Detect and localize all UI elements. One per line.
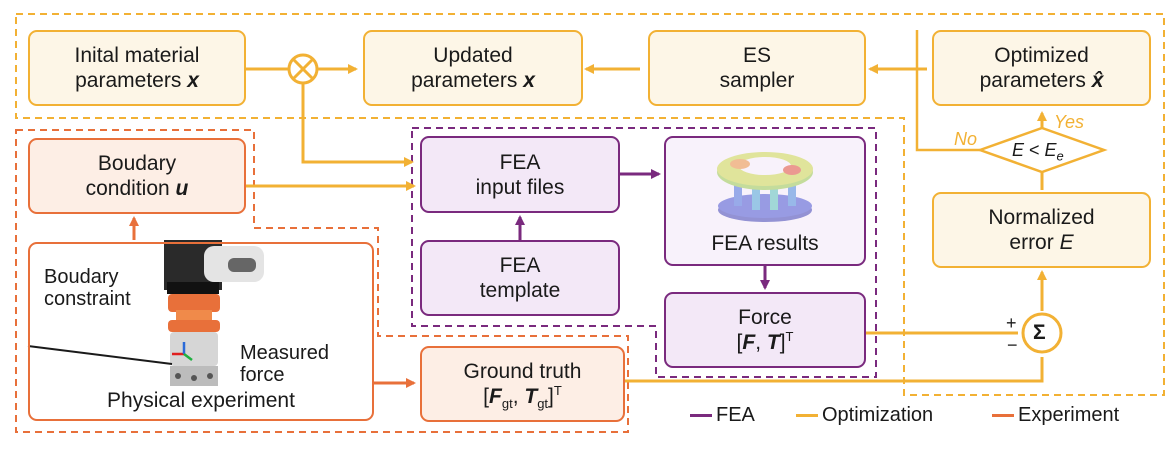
- force-sup: T: [785, 329, 794, 344]
- gt-sup: T: [553, 383, 562, 398]
- initial-var: x: [187, 69, 199, 92]
- decision-rhs-sub: e: [1056, 148, 1064, 164]
- decision-label: E < Ee: [1012, 139, 1064, 164]
- physical-experiment-illustration: [27, 240, 264, 386]
- norm-line-2-text: error: [1009, 231, 1054, 254]
- boundary-line-2-text: condition: [85, 177, 170, 200]
- ground-truth-box: Ground truth [Fgt, Tgt]T: [420, 346, 625, 422]
- fea-input-line-2: input files: [475, 175, 565, 199]
- force-line-1: Force: [738, 306, 792, 329]
- norm-line-2: error E: [1009, 230, 1073, 255]
- decision-diamond: [976, 126, 1108, 174]
- legend-experiment-label: Experiment: [1018, 404, 1120, 426]
- boundary-condition-box: Boudary condition u: [28, 138, 246, 214]
- gt-t: T: [524, 385, 538, 408]
- summation-node: [1021, 312, 1063, 354]
- es-sampler-box: ES sampler: [648, 30, 866, 106]
- physical-caption: Physical experiment: [107, 389, 295, 412]
- force-open: [: [736, 331, 743, 354]
- force-f: F: [742, 331, 756, 354]
- normalized-error-box: Normalized error E: [932, 192, 1151, 268]
- updated-line-2: parameters x: [411, 68, 535, 93]
- optimized-line-2: parameters x̂: [980, 68, 1104, 93]
- force-sep: ,: [755, 331, 767, 354]
- mf-line-1: Measured: [240, 342, 329, 364]
- legend-fea-label: FEA: [716, 404, 755, 426]
- legend-optimization-label: Optimization: [822, 404, 934, 426]
- decision-lhs: E: [1012, 140, 1025, 160]
- boundary-line-2: condition u: [86, 176, 189, 201]
- fea-results-label: FEA results: [711, 232, 819, 255]
- optimization-region: [15, 13, 1165, 396]
- force-line-2: [F, T]T: [737, 330, 794, 355]
- es-line-1: ES: [742, 44, 771, 67]
- experiment-region: [15, 129, 629, 433]
- initial-line-1: Inital material: [74, 44, 200, 67]
- measured-force-label: Measured force: [240, 342, 329, 386]
- norm-line-1: Normalized: [988, 206, 1095, 229]
- gt-close: ]: [548, 385, 554, 408]
- updated-var: x: [523, 69, 535, 92]
- updated-line-2-text: parameters: [411, 69, 518, 92]
- legend-fea: FEA: [690, 404, 755, 427]
- multiply-node: [287, 53, 319, 85]
- boundary-constraint-label: Boudary constraint: [44, 266, 131, 310]
- es-line-2: sampler: [719, 69, 795, 92]
- force-t: T: [766, 331, 780, 354]
- summation-plus: +: [1006, 313, 1017, 333]
- gt-fsub: gt: [501, 396, 513, 412]
- legend-experiment-swatch: [992, 414, 1014, 417]
- optimized-line-2-text: parameters: [979, 69, 1086, 92]
- summation-symbol: Σ: [1033, 321, 1046, 344]
- optimized-line-1: Optimized: [994, 44, 1089, 67]
- legend-optimization-swatch: [796, 414, 818, 417]
- decision-rhs: E: [1044, 140, 1057, 160]
- gt-sep: ,: [512, 385, 525, 408]
- optimized-var: x̂: [1091, 69, 1104, 92]
- bc-line-1: Boudary: [44, 266, 119, 288]
- initial-line-2: parameters x: [75, 68, 199, 93]
- decision-no-label: No: [954, 129, 978, 149]
- decision-op: <: [1024, 140, 1045, 160]
- mf-line-2: force: [240, 364, 285, 386]
- gt-f: F: [489, 385, 502, 408]
- initial-material-parameters-box: Inital material parameters x: [28, 30, 246, 106]
- updated-parameters-box: Updated parameters x: [363, 30, 583, 106]
- summation-minus: −: [1007, 335, 1018, 355]
- gt-open: [: [483, 385, 490, 408]
- fea-template-line-2: template: [479, 279, 561, 302]
- physical-experiment-box: Physical experiment: [28, 242, 374, 421]
- norm-var: E: [1059, 231, 1074, 254]
- force-close: ]: [779, 331, 786, 354]
- legend-experiment: Experiment: [992, 404, 1119, 427]
- decision-yes-label: Yes: [1054, 112, 1085, 132]
- updated-line-1: Updated: [433, 44, 513, 67]
- fea-input-files-box: FEA input files: [420, 136, 620, 213]
- gt-line-2: [Fgt, Tgt]T: [483, 383, 562, 412]
- optimized-parameters-box: Optimized parameters x̂: [932, 30, 1151, 106]
- fea-template-line-1: FEA: [499, 254, 541, 277]
- bc-line-2: constraint: [44, 288, 131, 310]
- fea-results-box: FEA results: [664, 136, 866, 266]
- gt-tsub: gt: [537, 396, 549, 412]
- boundary-var: u: [175, 177, 189, 200]
- fea-region: [411, 127, 877, 378]
- initial-line-2-text: parameters: [75, 69, 182, 92]
- legend-fea-swatch: [690, 414, 712, 417]
- legend-optimization: Optimization: [796, 404, 933, 427]
- fea-input-line-1: FEA: [499, 150, 541, 174]
- boundary-line-1: Boudary: [97, 152, 177, 175]
- fea-template-box: FEA template: [420, 240, 620, 316]
- gt-line-1: Ground truth: [463, 360, 582, 383]
- force-box: Force [F, T]T: [664, 292, 866, 368]
